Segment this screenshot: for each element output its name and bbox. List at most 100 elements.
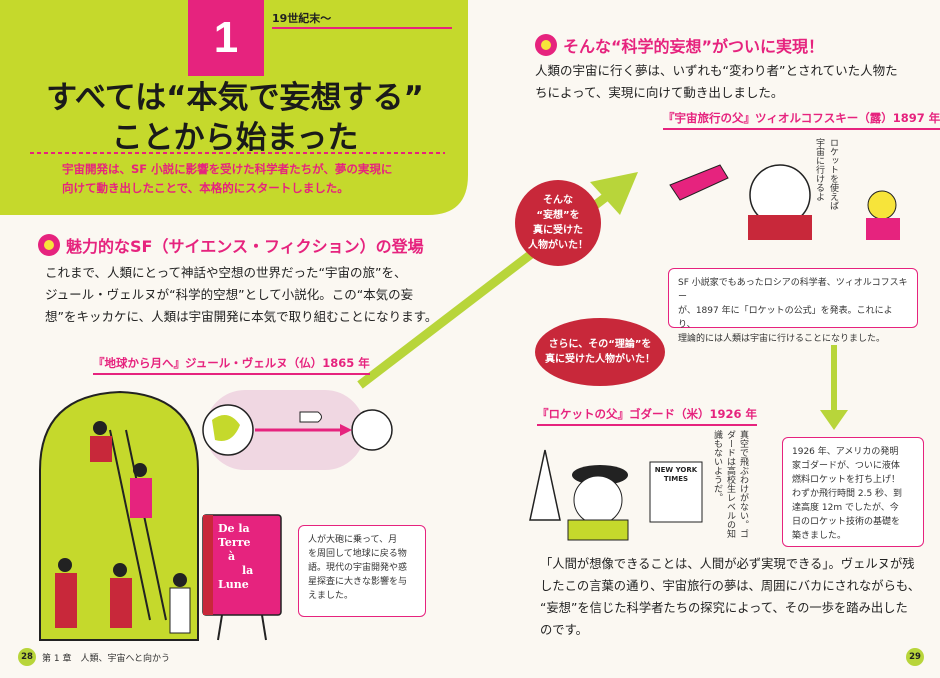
ladder-left: [109, 429, 151, 621]
vertical-arrow-head: [820, 410, 848, 430]
right-body-text: 人類の宇宙に行く夢は、いずれも“変わり者”とされていた人物た ちによって、実現に…: [535, 60, 930, 104]
chapter-number: 1: [213, 13, 239, 62]
note-line: 築きました。: [792, 531, 847, 541]
figure-body: [110, 578, 132, 628]
book-leg: [217, 614, 223, 641]
closing-line: “妄想”を信じた科学者たちの探究によって、その一歩を踏み出した: [540, 601, 908, 615]
bubble-line: 真に受けた: [533, 225, 583, 236]
orbit-arrowhead: [340, 424, 352, 436]
chapter-number-box: 1: [188, 0, 264, 76]
note-line: 理論的には人類は宇宙に行けることになりました。: [678, 334, 886, 344]
note-line: 家ゴダードが、ついに液体: [792, 461, 900, 471]
note-line: わずか飛行時間 2.5 秒、到: [792, 489, 903, 499]
figure-head: [133, 463, 147, 477]
bubble-line: 人物がいた！: [528, 240, 588, 251]
newspaper: [649, 461, 703, 523]
page-number: 29: [906, 648, 924, 666]
note-line: 1926 年、アメリカの発明: [792, 447, 899, 457]
goddard-body: [567, 519, 629, 541]
book-title-line: la: [242, 564, 254, 577]
bubble-line: さらに、その“理論”を: [548, 339, 652, 350]
right-footer: 29: [906, 648, 924, 666]
boy-body: [866, 218, 900, 240]
page-title: すべては“本気で妄想する” ことから始まった: [0, 78, 470, 158]
footer-chapter-title: 第 1 章 人類、宇宙へと向かう: [42, 653, 170, 664]
header-green-panel: [0, 0, 468, 215]
page-number: 28: [18, 648, 36, 666]
book-title-line: De la: [218, 522, 250, 535]
shell-mini: [299, 411, 322, 423]
body-line: ちによって、実現に向けて動き出しました。: [535, 85, 784, 100]
lightbulb-icon: [38, 234, 60, 256]
body-line: ジュール・ヴェルヌが“科学的空想”として小説化。この“本気の妄: [45, 287, 414, 302]
closing-line: したこの言葉の通り、宇宙旅行の夢は、周囲にバカにされながらも、: [540, 579, 921, 593]
lead-line: 向けて動き出したことで、本格的にスタートしました。: [62, 181, 349, 195]
bubble-1: そんな “妄想”を 真に受けた 人物がいた！: [515, 180, 601, 266]
goddard-critic-speech: 真空で飛ぶわけがない。ゴダードは高校生レベルの知識もないようだ。: [712, 430, 748, 538]
era-tag: 19世紀末～: [272, 12, 332, 25]
book-leg: [261, 614, 267, 641]
newspaper-line: NEW YORK: [654, 466, 698, 474]
lightbulb-icon: [535, 34, 557, 56]
rocket-sketch: [669, 164, 729, 201]
moon-circle: [351, 409, 393, 451]
ladder-right: [125, 429, 167, 621]
cannon-shell: [39, 390, 199, 641]
tsiolkovsky-body: [748, 215, 812, 240]
rocket-drawing: [529, 449, 561, 521]
note-line: 燃料ロケットを打ち上げ！: [792, 475, 901, 485]
book-title-line: Terre: [218, 536, 251, 549]
left-footer: 28 第 1 章 人類、宇宙へと向かう: [18, 648, 170, 666]
section-heading-left: 魅力的なSF（サイエンス・フィクション）の登場: [38, 233, 424, 257]
boy-face: [867, 190, 897, 220]
lead-text: 宇宙開発は、SF 小説に影響を受けた科学者たちが、夢の実現に 向けて動き出したこ…: [62, 160, 442, 198]
closing-line: のです。: [540, 623, 588, 637]
left-body-text: これまで、人類にとって神話や空想の世界だった“宇宙の旅”を、 ジュール・ヴェルヌ…: [45, 262, 445, 328]
bubble-line: そんな: [543, 195, 573, 206]
tsiolkovsky-speech: ロケットを使えば宇宙に行けるよ: [814, 138, 838, 210]
section-title-text: そんな“科学的妄想”がついに実現！: [563, 37, 825, 56]
newspaper-line: TIMES: [663, 475, 689, 483]
era-underline: [272, 27, 452, 29]
verne-label: 『地球から月へ』ジュール・ヴェルヌ（仏）1865 年: [93, 355, 370, 375]
bubble-line: 真に受けた人物がいた！: [545, 354, 655, 365]
diagonal-arrow-head: [590, 172, 638, 215]
figure-body: [55, 573, 77, 628]
note-line: を周回して地球に戻る物: [308, 549, 407, 559]
figure-body: [90, 436, 112, 462]
goddard-face: [573, 475, 623, 525]
book-title-line: Lune: [218, 578, 249, 591]
newspaper-masthead: NEW YORK TIMES: [651, 466, 701, 484]
figure-head: [173, 573, 187, 587]
lead-line: 宇宙開発は、SF 小説に影響を受けた科学者たちが、夢の実現に: [62, 162, 393, 176]
figure-head: [113, 563, 127, 577]
closing-text: 「人間が想像できることは、人間が必ず実現できる」。ヴェルヌが残 したこの言葉の通…: [540, 553, 935, 641]
figure-body: [169, 587, 191, 634]
note-line: 人が大砲に乗って、月: [308, 535, 398, 545]
bubble-2: さらに、その“理論”を 真に受けた人物がいた！: [535, 318, 665, 386]
body-line: 人類の宇宙に行く夢は、いずれも“変わり者”とされていた人物た: [535, 63, 898, 78]
book-spine: [203, 515, 213, 615]
tsiolkovsky-label: 『宇宙旅行の父』ツィオルコフスキー（露）1897 年: [663, 110, 940, 130]
figure-body: [130, 478, 152, 518]
figure-head: [58, 558, 72, 572]
note-line: が、1897 年に「ロケットの公式」を発表。これにより、: [678, 306, 893, 330]
closing-line: 「人間が想像できることは、人間が必ず実現できる」。ヴェルヌが残: [540, 557, 915, 571]
note-line: 星探査に大きな影響を与: [308, 577, 408, 587]
note-line: 語。現代の宇宙開発や惑: [308, 563, 408, 573]
book-title: De la Terre à la Lune: [218, 522, 253, 592]
goddard-note: 1926 年、アメリカの発明 家ゴダードが、ついに液体 燃料ロケットを打ち上げ！…: [782, 437, 924, 547]
note-line: 日のロケット技術の基礎を: [792, 517, 901, 527]
note-line: SF 小説家でもあったロシアの科学者、ツィオルコフスキー: [678, 278, 908, 302]
earth-land: [212, 415, 240, 441]
tsiolkovsky-note: SF 小説家でもあったロシアの科学者、ツィオルコフスキー が、1897 年に「ロ…: [668, 268, 918, 344]
book-title-line: à: [228, 550, 236, 563]
section-title-text: 魅力的なSF（サイエンス・フィクション）の登場: [66, 237, 424, 256]
figure-head: [93, 421, 107, 435]
title-line: ことから始まった: [111, 120, 359, 156]
section-heading-right: そんな“科学的妄想”がついに実現！: [535, 33, 824, 57]
bubble-line: “妄想”を: [536, 210, 580, 221]
verne-note: 人が大砲に乗って、月 を周回して地球に戻る物 語。現代の宇宙開発や惑 星探査に大…: [298, 525, 426, 617]
body-line: 想”をキッカケに、人類は宇宙開発に本気で取り組むことになります。: [45, 309, 438, 324]
